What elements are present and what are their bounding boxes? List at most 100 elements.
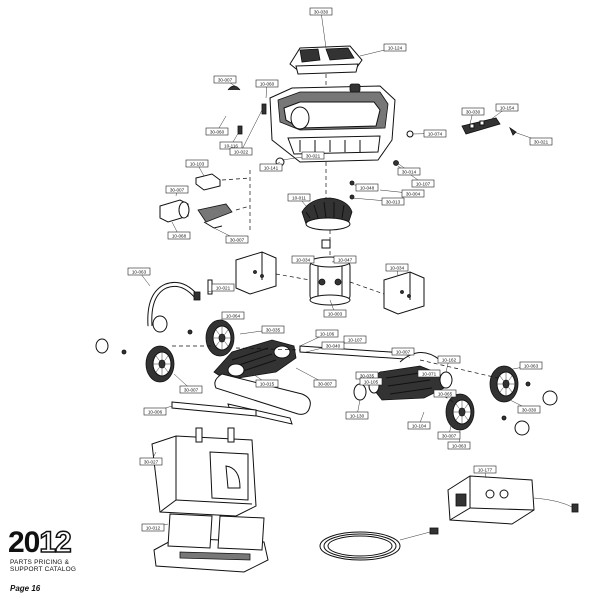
part-number-label: 30-030	[522, 407, 537, 412]
part-number-label: 30-027	[144, 459, 159, 464]
part-number-label: 10-071	[422, 371, 437, 376]
part-number-label: 10-177	[478, 467, 493, 472]
callout-tag	[433, 389, 457, 398]
callout-tag	[437, 431, 461, 440]
part-number-label: 10-105	[364, 379, 379, 384]
assembly-lines	[172, 74, 499, 405]
part-number-label: 10-007	[396, 349, 411, 354]
callout-tag	[301, 151, 325, 160]
part-number-label: 30-021	[534, 139, 549, 144]
page-number: Page 16	[10, 584, 41, 593]
caddy-cart-part	[151, 427, 257, 517]
part-number-label: 10-012	[146, 525, 161, 530]
chassis-part	[213, 339, 297, 381]
callout-tag	[423, 129, 447, 138]
part-number-label: 30-007	[318, 381, 333, 386]
callout-tag	[165, 185, 189, 194]
callout-tag	[309, 7, 333, 16]
callout-tag	[205, 127, 229, 136]
part-number-label: 10-116	[224, 143, 238, 148]
callout-tag	[461, 107, 485, 116]
callout-tag	[141, 523, 165, 532]
callout-tag	[255, 379, 279, 388]
part-number-label: 10-048	[360, 185, 375, 190]
callout-tag	[383, 43, 407, 52]
callout-tag	[261, 325, 285, 334]
callout-tag	[411, 179, 435, 188]
callout-tag	[287, 193, 311, 202]
callout-tag	[127, 267, 151, 276]
callout-tag	[345, 411, 369, 420]
callout-tag	[385, 263, 409, 272]
part-number-label: 10-021	[216, 285, 231, 290]
power-supply-part	[447, 475, 579, 525]
part-number-label: 10-124	[388, 45, 403, 50]
part-number-label: 30-007	[170, 187, 185, 192]
caddy-base-part	[153, 513, 269, 573]
part-number-label: 10-106	[320, 331, 335, 336]
callout-tag	[321, 341, 345, 350]
motor-housing-part	[269, 83, 396, 163]
part-number-label: 30-007	[442, 433, 457, 438]
filter-block-part	[159, 173, 233, 229]
part-number-label: 10-130	[350, 413, 365, 418]
part-number-label: 10-006	[148, 409, 163, 414]
part-number-label: 30-007	[218, 77, 233, 82]
callout-tag	[323, 309, 347, 318]
callout-tag	[343, 335, 367, 344]
catalog-title-line1: PARTS PRICING &	[10, 559, 70, 566]
part-number-label: 30-007	[184, 387, 199, 392]
callout-tag	[259, 163, 283, 172]
part-number-label: 10-104	[412, 423, 427, 428]
callout-tag	[221, 311, 245, 320]
part-number-label: 10-063	[132, 269, 147, 274]
callout-tag	[139, 457, 163, 466]
part-number-label: 10-063	[452, 443, 467, 448]
part-number-label: 30-014	[402, 169, 417, 174]
part-number-label: 10-034	[390, 265, 405, 270]
hubcap-parts	[95, 315, 558, 436]
motor-part	[309, 256, 351, 306]
callout-tag	[255, 79, 279, 88]
part-number-label: 10-034	[296, 257, 311, 262]
part-number-label: 30-030	[314, 9, 329, 14]
year-suffix: 12	[39, 526, 73, 559]
part-callouts: 30-03010-12430-00710-06030-03010-15410-0…	[127, 7, 553, 532]
part-number-label: 30-035	[266, 327, 281, 332]
callout-tag	[313, 379, 337, 388]
part-number-label: 30-007	[230, 237, 245, 242]
motor-side-cover-left	[235, 251, 277, 295]
motor-side-cover-right	[383, 271, 425, 315]
callout-tag	[315, 329, 339, 338]
callout-tag	[407, 421, 431, 430]
hose-part	[147, 279, 213, 327]
part-number-label: 10-065	[438, 391, 453, 396]
catalog-title-line2: SUPPORT CATALOG	[10, 566, 77, 573]
callout-tag	[437, 355, 461, 364]
part-number-label: 10-003	[328, 311, 343, 316]
part-number-label: 10-060	[260, 81, 275, 86]
part-number-label: 30-030	[466, 109, 481, 114]
part-number-label: 30-004	[406, 191, 421, 196]
part-number-label: 10-141	[264, 165, 279, 170]
callout-tag	[359, 377, 383, 386]
callout-tag	[519, 361, 543, 370]
callout-tag	[229, 147, 253, 156]
wheel-left-front	[145, 345, 175, 383]
bracket-clip-part	[461, 117, 517, 136]
callout-tag	[517, 405, 541, 414]
part-number-label: 10-015	[260, 381, 275, 386]
part-number-label: 30-035	[360, 373, 375, 378]
callout-tag	[473, 465, 497, 474]
callout-tag	[225, 235, 249, 244]
wheel-left-rear	[205, 319, 235, 357]
callout-tag	[447, 441, 471, 450]
wheel-right-front	[445, 393, 475, 431]
part-number-label: 30-040	[326, 343, 341, 348]
callout-tag	[291, 255, 315, 264]
callout-tag	[179, 385, 203, 394]
part-number-label: 30-021	[306, 153, 321, 158]
cable-coil-part	[319, 527, 439, 561]
catalog-year: 2012	[8, 526, 73, 559]
